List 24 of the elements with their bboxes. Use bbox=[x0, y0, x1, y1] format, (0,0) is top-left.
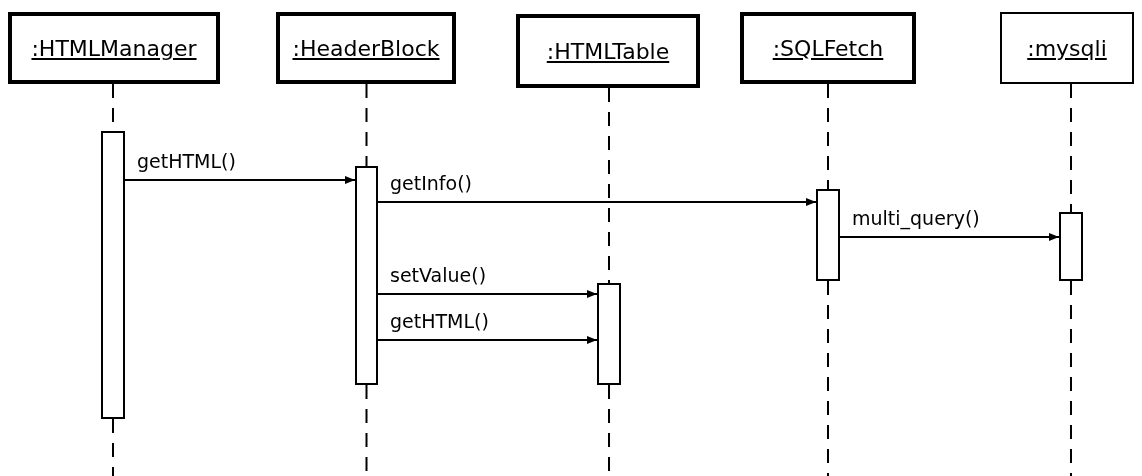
activation-bar bbox=[816, 189, 840, 281]
message-arrow bbox=[377, 198, 817, 206]
activation-bar bbox=[355, 166, 378, 385]
message-label: getHTML() bbox=[137, 150, 236, 172]
participant-box: :HeaderBlock bbox=[276, 12, 456, 84]
lifeline bbox=[1070, 83, 1072, 213]
message-arrow bbox=[377, 290, 598, 298]
lifeline bbox=[608, 87, 610, 284]
lifeline bbox=[365, 83, 368, 167]
message-label: getInfo() bbox=[390, 172, 472, 194]
message-arrow bbox=[377, 336, 598, 344]
participant-box: :mysqli bbox=[1000, 12, 1134, 84]
activation-bar bbox=[1059, 212, 1083, 281]
participant-box: :HTMLManager bbox=[8, 12, 220, 84]
message-arrow bbox=[839, 233, 1060, 241]
lifeline bbox=[827, 83, 829, 190]
message-label: getHTML() bbox=[390, 310, 489, 332]
participant-box: :HTMLTable bbox=[516, 14, 700, 88]
activation-bar bbox=[597, 283, 621, 385]
message-arrow bbox=[124, 176, 356, 184]
message-label: multi_query() bbox=[852, 207, 980, 229]
message-label: setValue() bbox=[390, 264, 487, 286]
activation-bar bbox=[101, 131, 125, 419]
participant-box: :SQLFetch bbox=[740, 12, 916, 84]
